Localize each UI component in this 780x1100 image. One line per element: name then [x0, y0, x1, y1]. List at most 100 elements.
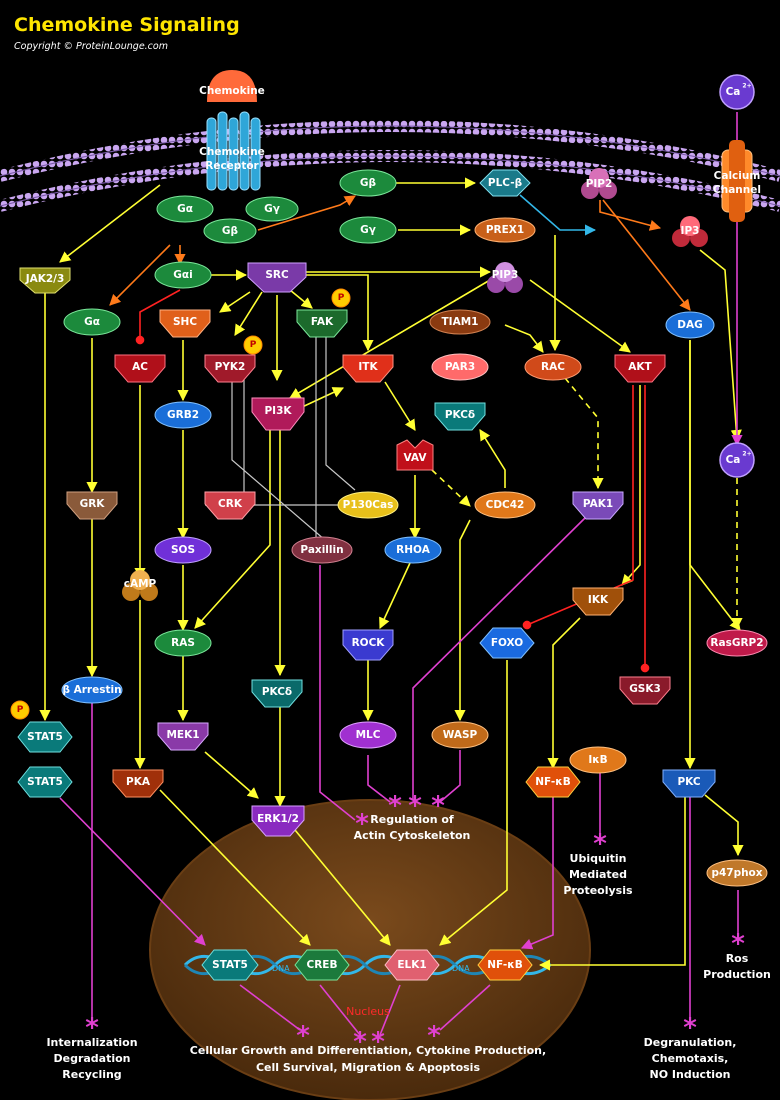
svg-text:IκB: IκB: [588, 754, 607, 766]
node-pkcd-mid[interactable]: PKCδ: [251, 679, 303, 708]
svg-text:STAT5: STAT5: [212, 959, 248, 971]
node-rhoa[interactable]: RHOA: [384, 536, 442, 564]
svg-text:PYK2: PYK2: [215, 361, 246, 373]
chemokine-receptor[interactable]: Chemokine Receptor: [199, 111, 265, 191]
node-sos[interactable]: SOS: [154, 536, 212, 564]
node-nfkb-nuclear[interactable]: NF-κB: [477, 949, 533, 981]
node-gsk3[interactable]: GSK3: [619, 676, 671, 705]
svg-text:STAT5: STAT5: [27, 731, 63, 743]
svg-text:ELK1: ELK1: [397, 959, 426, 971]
svg-text:SRC: SRC: [265, 269, 289, 281]
node-ga-left[interactable]: Gα: [63, 308, 121, 336]
calcium-channel-label-1: Calcium: [714, 170, 761, 182]
node-gb-mid[interactable]: Gβ: [339, 169, 397, 197]
node-vav[interactable]: VAV: [396, 439, 434, 471]
node-par3[interactable]: PAR3: [431, 353, 489, 381]
node-tiam1[interactable]: TIAM1: [429, 309, 491, 335]
node-crk[interactable]: CRK: [204, 491, 256, 520]
svg-text:IP3: IP3: [681, 225, 700, 237]
node-paxillin[interactable]: Paxillin: [291, 536, 353, 564]
node-p130cas[interactable]: P130Cas: [337, 491, 399, 519]
node-pi3k[interactable]: PI3K: [251, 397, 305, 431]
node-stat5-top[interactable]: STAT5: [17, 721, 73, 753]
svg-text:PAR3: PAR3: [445, 361, 475, 373]
node-camp[interactable]: cAMP: [122, 570, 158, 601]
node-dag[interactable]: DAG: [665, 311, 715, 339]
node-wasp[interactable]: WASP: [431, 721, 489, 749]
asterisks: * * * * * * * * * * * *: [85, 791, 745, 1057]
svg-text:DAG: DAG: [677, 319, 702, 331]
chemokine-ligand[interactable]: Chemokine: [199, 70, 265, 102]
node-ip3[interactable]: IP3: [672, 216, 708, 247]
node-pyk2[interactable]: PYK2: [204, 354, 256, 383]
node-creb[interactable]: CREB: [294, 949, 350, 981]
dna-label-1: DNA: [272, 964, 290, 973]
node-cdc42[interactable]: CDC42: [474, 491, 536, 519]
node-rac[interactable]: RAC: [524, 353, 582, 381]
node-stat5-nuclear[interactable]: STAT5: [201, 949, 259, 981]
node-ga-top[interactable]: Gα: [156, 195, 214, 223]
node-fak[interactable]: FAK: [296, 309, 348, 338]
svg-text:2+: 2+: [742, 451, 751, 458]
label-regulation-2: Actin Cytoskeleton: [354, 829, 471, 842]
svg-text:*: *: [683, 1013, 697, 1043]
svg-text:*: *: [296, 1021, 310, 1051]
node-pip2[interactable]: PIP2: [581, 168, 617, 199]
svg-text:*: *: [731, 929, 745, 959]
node-ac[interactable]: AC: [114, 354, 166, 383]
node-erk[interactable]: ERK1/2: [251, 805, 305, 837]
copyright: Copyright © ProteinLounge.com: [14, 41, 168, 52]
node-ras[interactable]: RAS: [154, 629, 212, 657]
svg-text:RasGRP2: RasGRP2: [710, 637, 763, 649]
calcium-channel[interactable]: Calcium Channel: [713, 140, 761, 222]
node-rasgrp2[interactable]: RasGRP2: [706, 629, 768, 657]
node-shc[interactable]: SHC: [159, 309, 211, 338]
svg-text:GRB2: GRB2: [167, 409, 199, 421]
label-degranulation-1: Degranulation,: [644, 1036, 737, 1049]
node-gai[interactable]: Gαi: [154, 261, 212, 289]
svg-text:PLC-β: PLC-β: [488, 177, 523, 189]
node-barrestin[interactable]: β Arrestin: [61, 676, 123, 704]
node-ikk[interactable]: IKK: [572, 587, 624, 616]
node-gg-top[interactable]: Gγ: [245, 196, 299, 222]
node-pip3[interactable]: PIP3: [487, 262, 523, 293]
node-pkcd-top[interactable]: PKCδ: [434, 402, 486, 431]
node-pkc[interactable]: PKC: [662, 769, 716, 798]
phospho-badge-pyk2: P: [243, 335, 263, 355]
node-mek1[interactable]: MEK1: [157, 722, 209, 751]
node-mlc[interactable]: MLC: [339, 721, 397, 749]
node-p47phox[interactable]: p47phox: [706, 859, 768, 887]
node-gg-mid[interactable]: Gγ: [339, 216, 397, 244]
node-rock[interactable]: ROCK: [342, 629, 394, 661]
node-stat5-mid[interactable]: STAT5: [17, 766, 73, 798]
node-grk[interactable]: GRK: [66, 491, 118, 520]
node-prex1[interactable]: PREX1: [474, 217, 536, 243]
label-ubiquitin-1: Ubiquitin: [570, 852, 627, 865]
node-pak1[interactable]: PAK1: [572, 491, 624, 520]
node-grb2[interactable]: GRB2: [154, 401, 212, 429]
svg-text:GSK3: GSK3: [629, 683, 661, 695]
svg-text:*: *: [85, 1013, 99, 1043]
label-ubiquitin-2: Mediated: [569, 868, 627, 881]
svg-text:CREB: CREB: [307, 959, 338, 971]
node-nfkb-cyto[interactable]: NF-κB: [525, 766, 581, 798]
svg-text:CRK: CRK: [218, 498, 243, 510]
svg-text:FOXO: FOXO: [491, 637, 523, 649]
svg-text:AC: AC: [132, 361, 148, 373]
node-akt[interactable]: AKT: [614, 354, 666, 383]
svg-text:Ca: Ca: [726, 454, 741, 466]
node-foxo[interactable]: FOXO: [479, 627, 535, 659]
node-ikb[interactable]: IκB: [569, 746, 627, 774]
svg-text:MLC: MLC: [356, 729, 381, 741]
node-src[interactable]: SRC: [247, 262, 307, 293]
node-jak[interactable]: JAK2/3: [19, 267, 71, 294]
node-gb-top[interactable]: Gβ: [203, 218, 257, 244]
svg-text:*: *: [353, 1027, 367, 1057]
node-pka[interactable]: PKA: [112, 769, 164, 798]
node-plcb[interactable]: PLC-β: [479, 169, 531, 197]
node-itk[interactable]: ITK: [342, 354, 394, 383]
node-elk1[interactable]: ELK1: [384, 949, 440, 981]
